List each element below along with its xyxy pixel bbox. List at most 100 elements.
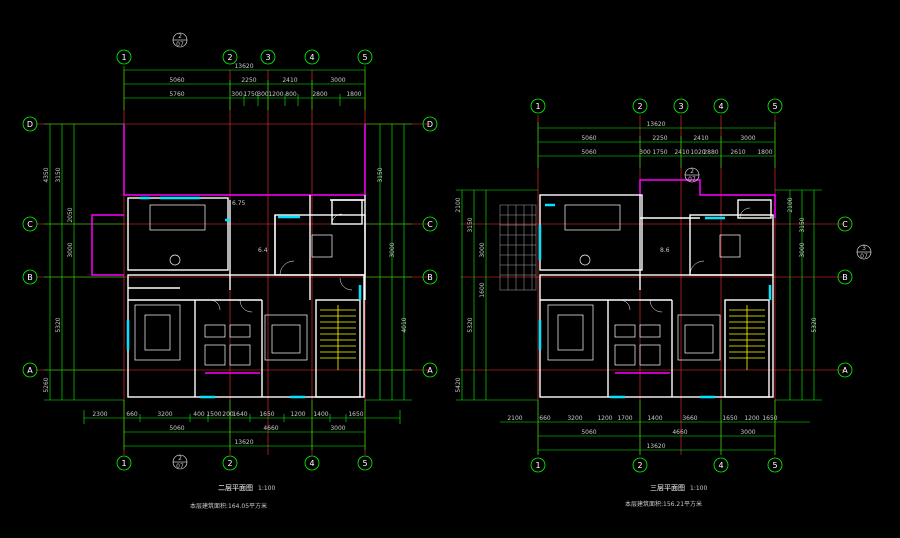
left-dim-t1-0: 5060 xyxy=(169,77,184,84)
right-doors xyxy=(619,207,751,313)
right-stairs xyxy=(729,305,765,370)
left-col-top-2: 2 xyxy=(227,53,232,62)
left-callout-bottom-sheet: 07 xyxy=(176,463,184,470)
right-dim-total: 13620 xyxy=(646,121,665,128)
right-row-B: B xyxy=(842,273,848,282)
left-dim-t2-0: 5760 xyxy=(169,91,184,98)
right-dim-t2-6: 2610 xyxy=(730,149,745,156)
left-stairs xyxy=(320,305,356,370)
right-dim-b2-0: 5060 xyxy=(581,429,596,436)
left-row-D: D xyxy=(27,120,33,129)
right-dim-b1-8: 1200 xyxy=(744,415,759,422)
left-dim-t1-1: 2250 xyxy=(241,77,256,84)
left-column-bubbles-bottom: 1 2 4 5 xyxy=(116,455,373,471)
left-dimension-lines-left xyxy=(44,123,124,401)
right-dim-b2-2: 3000 xyxy=(740,429,755,436)
left-col-top-3: 3 xyxy=(265,53,270,62)
right-dim-l-0: 2100 xyxy=(455,197,462,212)
left-row-B-right: B xyxy=(427,273,433,282)
right-floor-plan: 1 2 3 4 5 1 2 4 5 C B A 13620 5060 2 xyxy=(455,98,872,508)
right-dim-t2-4: 1020 xyxy=(690,149,705,156)
left-windows xyxy=(126,196,362,399)
right-column-bubbles-bottom: 1 2 4 5 xyxy=(530,457,783,473)
right-col-bottom-4: 4 xyxy=(718,461,723,470)
right-dim-b1-3: 1200 xyxy=(597,415,612,422)
right-col-top-2: 2 xyxy=(637,102,642,111)
left-doors xyxy=(209,213,353,313)
left-dim-t2-6: 2800 xyxy=(312,91,327,98)
right-dim-l-1: 3150 xyxy=(467,217,474,232)
right-dim-b1-6: 3660 xyxy=(682,415,697,422)
right-callout-1-sheet: 07 xyxy=(688,176,696,183)
left-dim-b1-9: 1400 xyxy=(313,411,328,418)
left-dim-r-0: 3150 xyxy=(377,167,384,182)
left-dim-b1-2: 3200 xyxy=(157,411,172,418)
left-dim-l-5: 2050 xyxy=(67,207,74,222)
left-column-bubbles-top: 1 2 3 4 5 xyxy=(116,49,373,65)
right-dim-b1-0: 2100 xyxy=(507,415,522,422)
left-dim-b1-7: 1650 xyxy=(259,411,274,418)
left-row-A: A xyxy=(27,366,33,375)
left-row-D-right: D xyxy=(427,120,433,129)
left-dim-t2-1: 300 xyxy=(231,91,243,98)
left-dim-t2-3: 300 xyxy=(257,91,269,98)
left-elevation-2: 6.4 xyxy=(258,247,268,254)
left-furniture xyxy=(134,204,333,366)
right-col-bottom-5: 5 xyxy=(772,461,777,470)
right-roof-outline xyxy=(639,179,776,218)
left-dim-l-1: 3150 xyxy=(55,167,62,182)
right-dim-b1-2: 3200 xyxy=(567,415,582,422)
left-row-A-right: A xyxy=(427,366,433,375)
right-col-top-4: 4 xyxy=(718,102,723,111)
left-dim-b2-2: 3000 xyxy=(330,425,345,432)
right-callout-1-num: 2 xyxy=(690,168,694,175)
right-dimension-lines-bottom xyxy=(500,400,810,455)
left-col-bottom-1: 1 xyxy=(121,459,126,468)
left-dimension-lines-top xyxy=(123,66,366,110)
right-col-top-3: 3 xyxy=(678,102,683,111)
right-dim-r-0: 2100 xyxy=(787,197,794,212)
right-dimension-lines-left xyxy=(456,189,538,401)
left-col-bottom-2: 2 xyxy=(227,459,232,468)
left-row-bubbles: D C B A D C B A xyxy=(22,116,438,378)
right-dim-t1-1: 2250 xyxy=(652,135,667,142)
right-elevation-1: 8.6 xyxy=(660,247,670,254)
left-walls xyxy=(127,195,366,398)
right-col-top-1: 1 xyxy=(535,102,540,111)
left-row-B: B xyxy=(27,273,33,282)
left-callouts: 2 07 2 07 xyxy=(172,32,188,470)
right-dim-t2-0: 5060 xyxy=(581,149,596,156)
left-dim-b1-5: 200 xyxy=(222,411,234,418)
right-dim-l-2: 3000 xyxy=(479,242,486,257)
right-callouts: 2 07 3 07 xyxy=(684,167,872,260)
right-walls xyxy=(539,194,774,398)
left-grid-axes-horizontal xyxy=(36,123,430,371)
right-dimension-lines-top xyxy=(537,122,776,168)
left-dim-t1-3: 3000 xyxy=(330,77,345,84)
right-dim-b1-7: 1650 xyxy=(722,415,737,422)
right-row-A: A xyxy=(842,366,848,375)
right-col-bottom-1: 1 xyxy=(535,461,540,470)
right-row-C: C xyxy=(842,220,848,229)
left-dim-t1-2: 2410 xyxy=(282,77,297,84)
left-balcony-outline xyxy=(91,214,124,276)
left-dim-t2-4: 1200 xyxy=(268,91,283,98)
right-dim-b1-4: 1700 xyxy=(617,415,632,422)
left-dim-b1-6: 1640 xyxy=(232,411,247,418)
left-dim-b2-0: 5060 xyxy=(169,425,184,432)
right-dimension-lines-right xyxy=(775,189,822,401)
left-roof-outline xyxy=(123,124,366,196)
left-dimension-lines-bottom xyxy=(83,400,401,450)
left-callout-top-sheet: 07 xyxy=(176,41,184,48)
right-callout-2-sheet: 07 xyxy=(860,253,868,260)
right-row-bubbles: C B A xyxy=(837,216,853,378)
right-dim-t1-2: 2410 xyxy=(693,135,708,142)
left-plan-scale: 1:100 xyxy=(258,485,275,492)
right-dim-r-3: 5320 xyxy=(811,317,818,332)
left-dim-total: 13620 xyxy=(234,63,253,70)
right-furniture xyxy=(547,204,741,366)
right-dim-l-3: 5320 xyxy=(467,317,474,332)
right-grid-axes-horizontal xyxy=(460,223,845,371)
right-dim-b2-1: 4660 xyxy=(672,429,687,436)
left-floor-plan: 1 2 3 4 5 1 2 4 5 D C B A xyxy=(22,32,438,510)
